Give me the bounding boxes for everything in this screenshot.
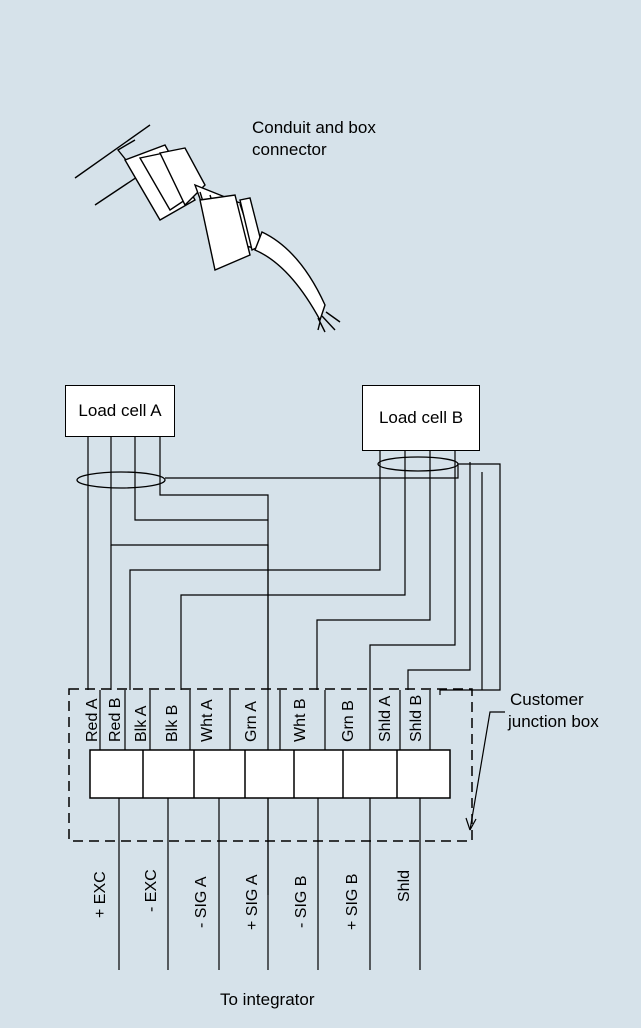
terminal-strip [89, 749, 451, 799]
wire-label: Red A [84, 698, 101, 742]
wire-red-b [129, 450, 381, 690]
wire-label: Grn A [243, 701, 260, 742]
customer-box-label-line1: Customer [510, 690, 584, 709]
terminal-label: - SIG B [293, 875, 310, 928]
junction-box-leader [469, 711, 505, 831]
connector-label-line1: Conduit and box [252, 118, 376, 137]
cable-a-bundle [76, 471, 166, 489]
load-cell-b-box: Load cell B [362, 385, 480, 451]
wire-grn-b [369, 450, 456, 690]
to-integrator-label: To integrator [220, 990, 315, 1009]
wire-shld-b [439, 463, 501, 695]
terminal-label: + SIG A [244, 874, 261, 930]
junction-box-outline [68, 688, 473, 842]
wire-label: Grn B [340, 700, 357, 742]
wire-wht-a-route [159, 435, 269, 690]
connector-label-line2: connector [252, 140, 327, 159]
customer-box-label-line2: junction box [508, 712, 599, 731]
wire-blk-a-route [110, 435, 269, 895]
wire-label: Wht A [199, 699, 216, 742]
terminal-label: + SIG B [344, 873, 361, 930]
terminal-label: - SIG A [193, 876, 210, 928]
wire-shld-a [407, 462, 471, 690]
wire-wht-b [316, 450, 431, 690]
wire-label: Blk B [164, 704, 181, 742]
cable-b-bundle [377, 456, 459, 472]
wire-label: Shld A [377, 695, 394, 742]
terminal-label: Shld [396, 869, 413, 902]
load-cell-a-box: Load cell A [65, 385, 175, 437]
terminal-label: + EXC [92, 871, 109, 918]
wire-shield-link [165, 464, 459, 479]
terminal-label: - EXC [143, 869, 160, 912]
wire-routes [87, 435, 501, 970]
wire-blk-b [180, 450, 406, 690]
wire-label: Blk A [133, 705, 150, 742]
wire-label: Red B [107, 697, 124, 742]
conduit-connector-illustration [74, 124, 341, 333]
wire-label: Shld B [408, 694, 425, 742]
wire-label: Wht B [292, 698, 309, 742]
